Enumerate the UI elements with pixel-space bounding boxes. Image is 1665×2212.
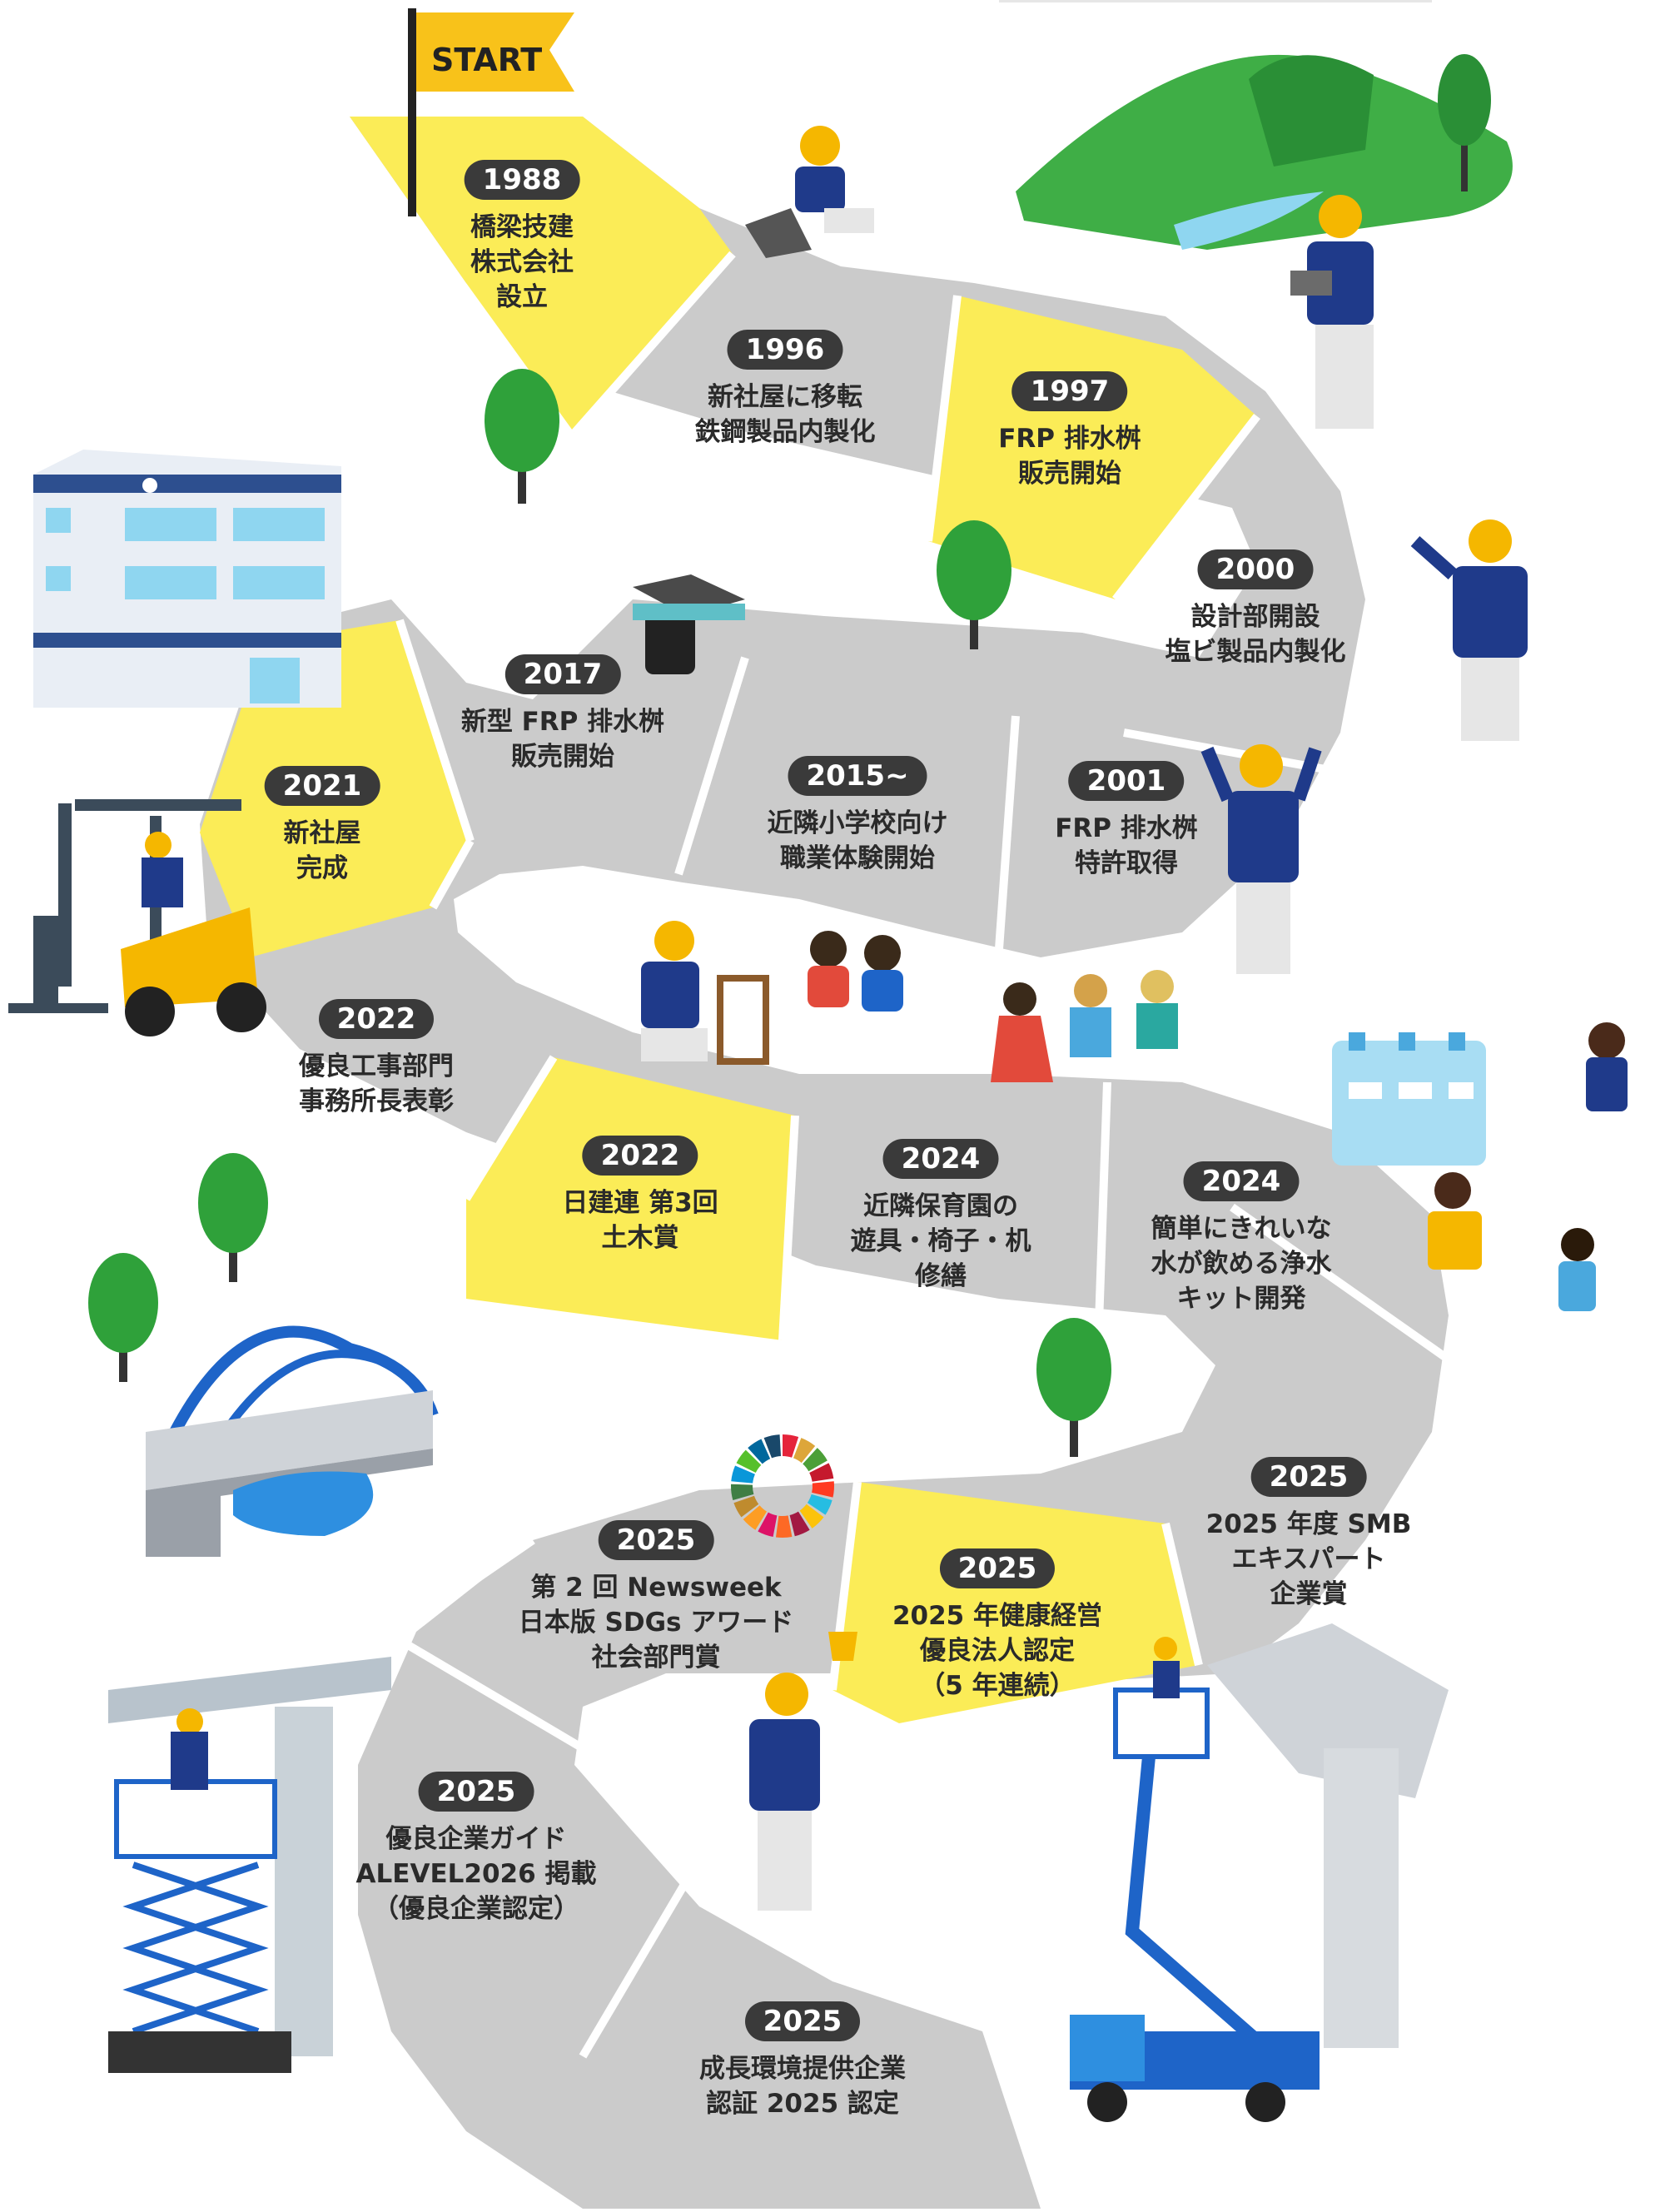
milestone-2001: 2001 FRP 排水桝特許取得: [1055, 761, 1198, 881]
sdgs-segment: [809, 1463, 834, 1482]
milestone-2024-nursery: 2024 近隣保育園の遊具・椅子・机修繕: [851, 1139, 1031, 1294]
year-badge: 1997: [1011, 371, 1128, 411]
milestone-1988: 1988 橋梁技建株式会社設立: [464, 160, 580, 315]
year-badge: 2024: [882, 1139, 999, 1179]
milestone-description: 新社屋完成: [283, 818, 361, 883]
start-flag-icon: [408, 8, 574, 216]
milestone-description: 橋梁技建株式会社設立: [470, 212, 574, 312]
sdgs-segment: [799, 1504, 824, 1529]
milestone-2000: 2000 設計部開設塩ビ製品内製化: [1166, 549, 1346, 669]
sdgs-segment: [763, 1434, 782, 1459]
start-label: START: [431, 42, 543, 78]
trophy-worker-icon: [749, 1632, 857, 1911]
year-badge: 2025: [418, 1772, 534, 1812]
milestone-2024-water: 2024 簡単にきれいな水が飲める浄水キット開発: [1151, 1161, 1332, 1316]
welder-worker-icon: [745, 126, 874, 258]
milestone-2021: 2021 新社屋完成: [264, 766, 380, 886]
year-badge: 2001: [1068, 761, 1185, 801]
year-badge: 2021: [264, 766, 380, 806]
milestone-description: FRP 排水桝販売開始: [998, 424, 1141, 489]
milestone-2025-health: 2025 2025 年健康経営優良法人認定（5 年連続）: [892, 1548, 1102, 1703]
sdgs-segment: [731, 1484, 754, 1500]
year-badge: 2025: [1250, 1457, 1367, 1497]
year-badge: 2017: [504, 654, 621, 694]
year-badge: 2000: [1197, 549, 1314, 589]
office-building-icon: [33, 450, 341, 708]
sdgs-segment: [812, 1481, 834, 1498]
milestone-1996: 1996 新社屋に移転鉄鋼製品内製化: [695, 330, 876, 450]
happy-children-icon: [1428, 1022, 1628, 1311]
sdgs-segment: [733, 1495, 759, 1518]
year-badge: 2025: [598, 1520, 714, 1560]
milestone-2015: 2015~ 近隣小学校向け職業体験開始: [768, 756, 948, 876]
milestone-description: 日建連 第3回土木賞: [562, 1188, 718, 1253]
milestone-description: 成長環境提供企業認証 2025 認定: [699, 2054, 906, 2119]
milestone-description: 簡単にきれいな水が飲める浄水キット開発: [1151, 1214, 1332, 1314]
sdgs-wheel-icon: [731, 1434, 834, 1538]
milestone-2017: 2017 新型 FRP 排水桝販売開始: [461, 654, 664, 774]
sdgs-segment: [803, 1448, 828, 1472]
cheering-worker-icon: [1200, 744, 1322, 974]
timeline-path: [200, 117, 1459, 2209]
tree-icon: [937, 520, 1011, 649]
year-badge: 2022: [318, 999, 435, 1039]
seated-children-icon: [808, 931, 903, 1012]
milestone-2022-nikkenren: 2022 日建連 第3回土木賞: [562, 1136, 718, 1255]
tree-icon: [485, 369, 559, 504]
phone-laptop-worker-icon: [1290, 195, 1374, 429]
milestone-description: 新社屋に移転鉄鋼製品内製化: [694, 382, 876, 447]
milestone-description: FRP 排水桝特許取得: [1055, 813, 1198, 878]
scissor-lift-icon: [108, 1657, 391, 2073]
tree-icon: [198, 1153, 268, 1282]
sdgs-segment: [793, 1438, 816, 1464]
tree-icon: [88, 1253, 158, 1382]
year-badge: 2025: [744, 2001, 861, 2041]
drain-basin-icon: [633, 574, 745, 674]
milestone-description: 近隣保育園の遊具・椅子・机修繕: [850, 1191, 1031, 1291]
boom-lift-truck-icon: [1070, 1623, 1449, 2122]
carpenter-worker-icon: [641, 921, 769, 1065]
sdgs-segment: [731, 1465, 755, 1484]
milestone-2022-award: 2022 優良工事部門事務所長表彰: [299, 999, 454, 1119]
tree-icon: [1036, 1318, 1111, 1457]
year-badge: 2025: [939, 1548, 1056, 1588]
year-badge: 1996: [727, 330, 843, 370]
milestone-description: 設計部開設塩ビ製品内製化: [1165, 602, 1346, 667]
sdgs-segment: [758, 1512, 778, 1537]
milestone-2025-growth: 2025 成長環境提供企業認証 2025 認定: [699, 2001, 906, 2121]
green-hill-river-icon: [1016, 54, 1513, 250]
milestone-description: 優良工事部門事務所長表彰: [299, 1051, 454, 1116]
year-badge: 1988: [464, 160, 580, 200]
milestone-description: 近隣小学校向け職業体験開始: [767, 808, 948, 873]
year-badge: 2022: [582, 1136, 698, 1176]
milestone-description: 新型 FRP 排水桝販売開始: [460, 707, 665, 772]
milestone-description: 2025 年健康経営優良法人認定（5 年連続）: [892, 1601, 1103, 1701]
sdgs-segment: [807, 1494, 832, 1515]
arch-bridge-icon: [146, 1325, 439, 1557]
top-rule: [999, 0, 1432, 2]
running-children-icon: [991, 970, 1178, 1082]
sdgs-segment: [776, 1515, 793, 1538]
waving-worker-icon: [1410, 519, 1528, 741]
sdgs-segment: [743, 1505, 768, 1530]
sdgs-segment: [736, 1449, 762, 1473]
milestone-1997: 1997 FRP 排水桝販売開始: [998, 371, 1141, 491]
sdgs-segment: [748, 1439, 771, 1464]
year-badge: 2024: [1183, 1161, 1300, 1201]
year-badge: 2015~: [788, 756, 927, 796]
sdgs-segment: [783, 1434, 799, 1458]
water-bottles-icon: [1332, 1032, 1486, 1166]
forklift-icon: [8, 799, 266, 1036]
sdgs-segment: [789, 1511, 810, 1537]
